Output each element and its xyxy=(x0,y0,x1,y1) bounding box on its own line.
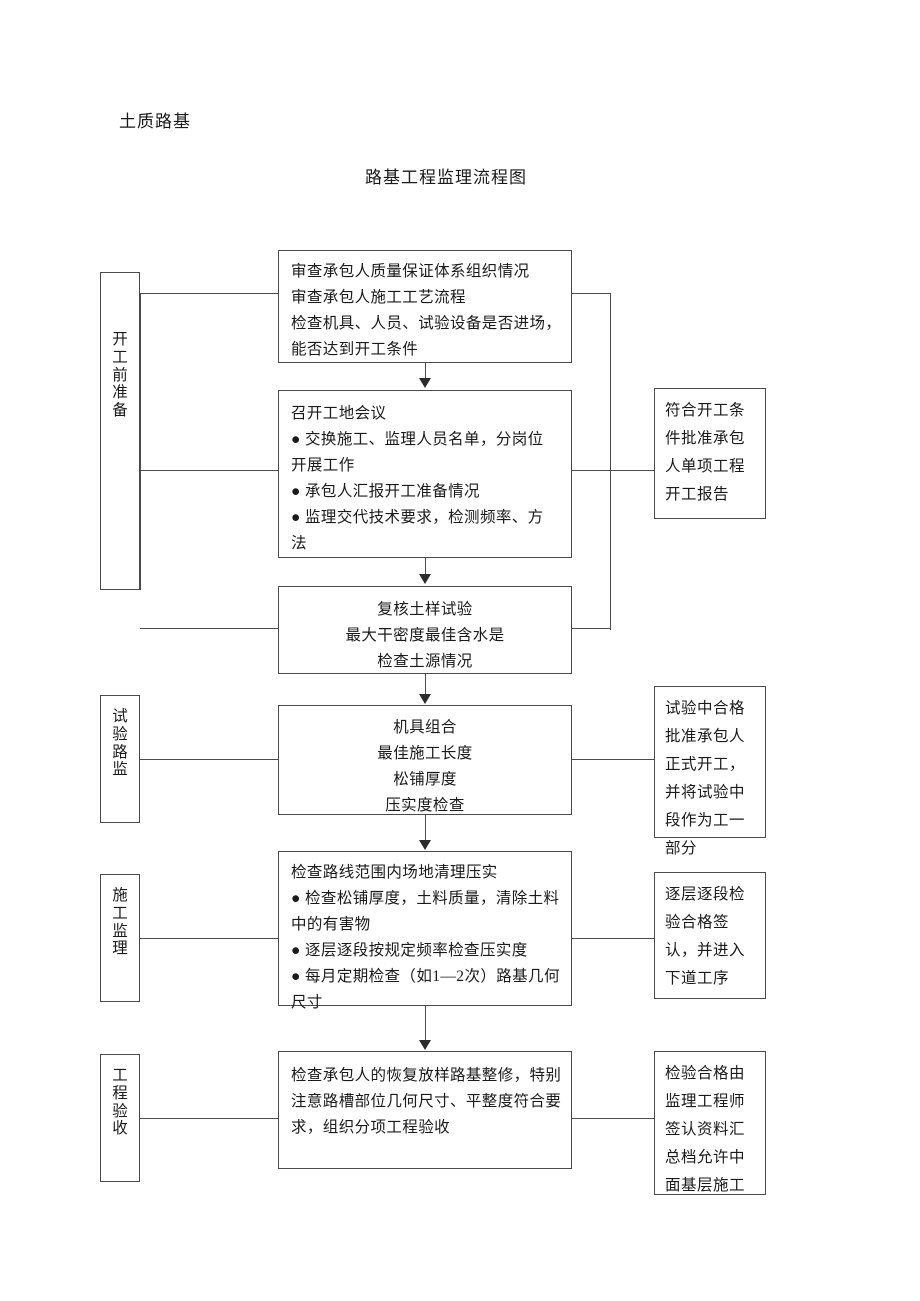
flow-2-3-line xyxy=(425,558,426,575)
note-text: 符合开工条 件批准承包 人单项工程 开工报告 xyxy=(665,402,746,503)
flow-5-6-arrow xyxy=(419,1040,431,1050)
stage-label: 开 工 前 准 备 xyxy=(112,331,128,420)
flow-3-4-line xyxy=(425,674,426,695)
stage4-link xyxy=(140,1118,278,1119)
stage-test-road: 试 验 路 监 xyxy=(100,695,140,823)
note-archive-approval: 检验合格由 监理工程师 签认资料汇 总档允许中 面基层施工 xyxy=(654,1051,766,1195)
right-bracket-to-note xyxy=(610,470,654,471)
process-soil-sample-test: 复核土样试验 最大干密度最佳含水是 检查土源情况 xyxy=(278,586,572,674)
subject-label: 土质路基 xyxy=(119,112,191,131)
process-text: 审查承包人质量保证体系组织情况 审查承包人施工工艺流程 检查机具、人员、试验设备… xyxy=(291,263,562,358)
stage3-link xyxy=(140,938,278,939)
note3-link xyxy=(572,938,654,939)
right-bracket-mid-stub xyxy=(572,470,611,471)
right-bracket-spine xyxy=(610,293,611,630)
flow-1-2-line xyxy=(425,363,426,380)
note4-link xyxy=(572,1118,654,1119)
process-text: 检查路线范围内场地清理压实 ● 检查松铺厚度，土料质量，清除土料 中的有害物 ●… xyxy=(291,864,560,1011)
process-text: 复核土样试验 最大干密度最佳含水是 检查土源情况 xyxy=(345,601,505,670)
note-text: 逐层逐段检 验合格签 认，并进入 下道工序 xyxy=(665,886,746,987)
flow-1-2-arrow xyxy=(419,378,431,388)
stage-acceptance: 工 程 验 收 xyxy=(100,1054,140,1182)
process-final-inspection: 检查承包人的恢复放样路基整修，特别 注意路槽部位几何尺寸、平整度符合要 求，组织… xyxy=(278,1051,572,1169)
stage-label: 施 工 监 理 xyxy=(112,887,128,958)
stage1-spine xyxy=(140,293,141,590)
right-bracket-bottom-stub xyxy=(572,628,611,629)
stage1-branch-2 xyxy=(140,470,278,471)
right-bracket-top-stub xyxy=(572,293,611,294)
flow-3-4-arrow xyxy=(419,694,431,704)
stage-label: 试 验 路 监 xyxy=(112,708,128,779)
note2-link xyxy=(572,759,654,760)
process-equipment-combination: 机具组合 最佳施工长度 松铺厚度 压实度检查 xyxy=(278,705,572,815)
stage-pre-construction: 开 工 前 准 备 xyxy=(100,272,140,590)
stage2-link xyxy=(140,759,278,760)
note-text: 试验中合格 批准承包人 正式开工， 并将试验中 段作为工一 部分 xyxy=(665,700,746,857)
process-review-contractor: 审查承包人质量保证体系组织情况 审查承包人施工工艺流程 检查机具、人员、试验设备… xyxy=(278,250,572,363)
flow-4-5-line xyxy=(425,815,426,841)
note-test-approval: 试验中合格 批准承包人 正式开工， 并将试验中 段作为工一 部分 xyxy=(654,686,766,857)
stage1-branch-1 xyxy=(140,293,278,294)
process-text: 召开工地会议 ● 交换施工、监理人员名单，分岗位 开展工作 ● 承包人汇报开工准… xyxy=(291,405,544,552)
process-construction-inspection: 检查路线范围内场地清理压实 ● 检查松铺厚度，土料质量，清除土料 中的有害物 ●… xyxy=(278,851,572,1011)
process-text: 机具组合 最佳施工长度 松铺厚度 压实度检查 xyxy=(377,719,473,814)
flow-4-5-arrow xyxy=(419,840,431,850)
note-start-approval: 符合开工条 件批准承包 人单项工程 开工报告 xyxy=(654,388,766,519)
stage1-branch-3 xyxy=(140,628,278,629)
process-text: 检查承包人的恢复放样路基整修，特别 注意路槽部位几何尺寸、平整度符合要 求，组织… xyxy=(291,1067,562,1136)
flow-5-6-line xyxy=(425,1006,426,1040)
process-site-meeting: 召开工地会议 ● 交换施工、监理人员名单，分岗位 开展工作 ● 承包人汇报开工准… xyxy=(278,390,572,558)
stage-label: 工 程 验 收 xyxy=(112,1067,128,1138)
stage-construction: 施 工 监 理 xyxy=(100,874,140,1002)
chart-title: 路基工程监理流程图 xyxy=(365,168,527,187)
flow-2-3-arrow xyxy=(419,574,431,584)
note-layer-signoff: 逐层逐段检 验合格签 认，并进入 下道工序 xyxy=(654,872,766,999)
note-text: 检验合格由 监理工程师 签认资料汇 总档允许中 面基层施工 xyxy=(665,1065,746,1194)
